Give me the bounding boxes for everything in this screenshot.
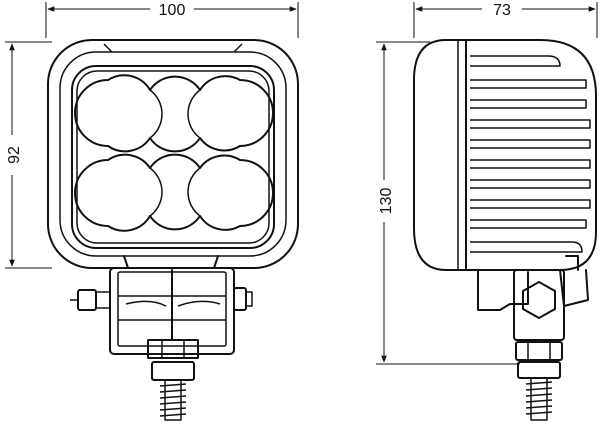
front-width-label: 100 [159,2,186,19]
front-width-dimension: 100 [45,2,299,38]
side-height-label: 130 [378,188,395,215]
front-mounting-bracket [70,267,253,421]
side-depth-label: 73 [493,2,511,19]
heatsink-fins [470,55,591,253]
front-view: 100 92 [5,2,299,421]
side-view: 73 130 [376,2,598,421]
front-lens-frame [71,65,275,249]
side-height-dimension: 130 [376,41,520,365]
led-reflector-array [74,74,274,232]
front-height-dimension: 92 [5,41,52,269]
side-heatsink-body [465,39,597,271]
side-mounting-bracket [477,269,589,421]
led-row-top [74,74,274,153]
side-depth-dimension: 73 [413,2,598,38]
hex-bolt-icon [522,281,556,319]
side-front-bezel [413,39,467,271]
led-row-bottom [74,153,274,232]
front-height-label: 92 [6,146,23,164]
front-housing-inner [59,51,287,257]
